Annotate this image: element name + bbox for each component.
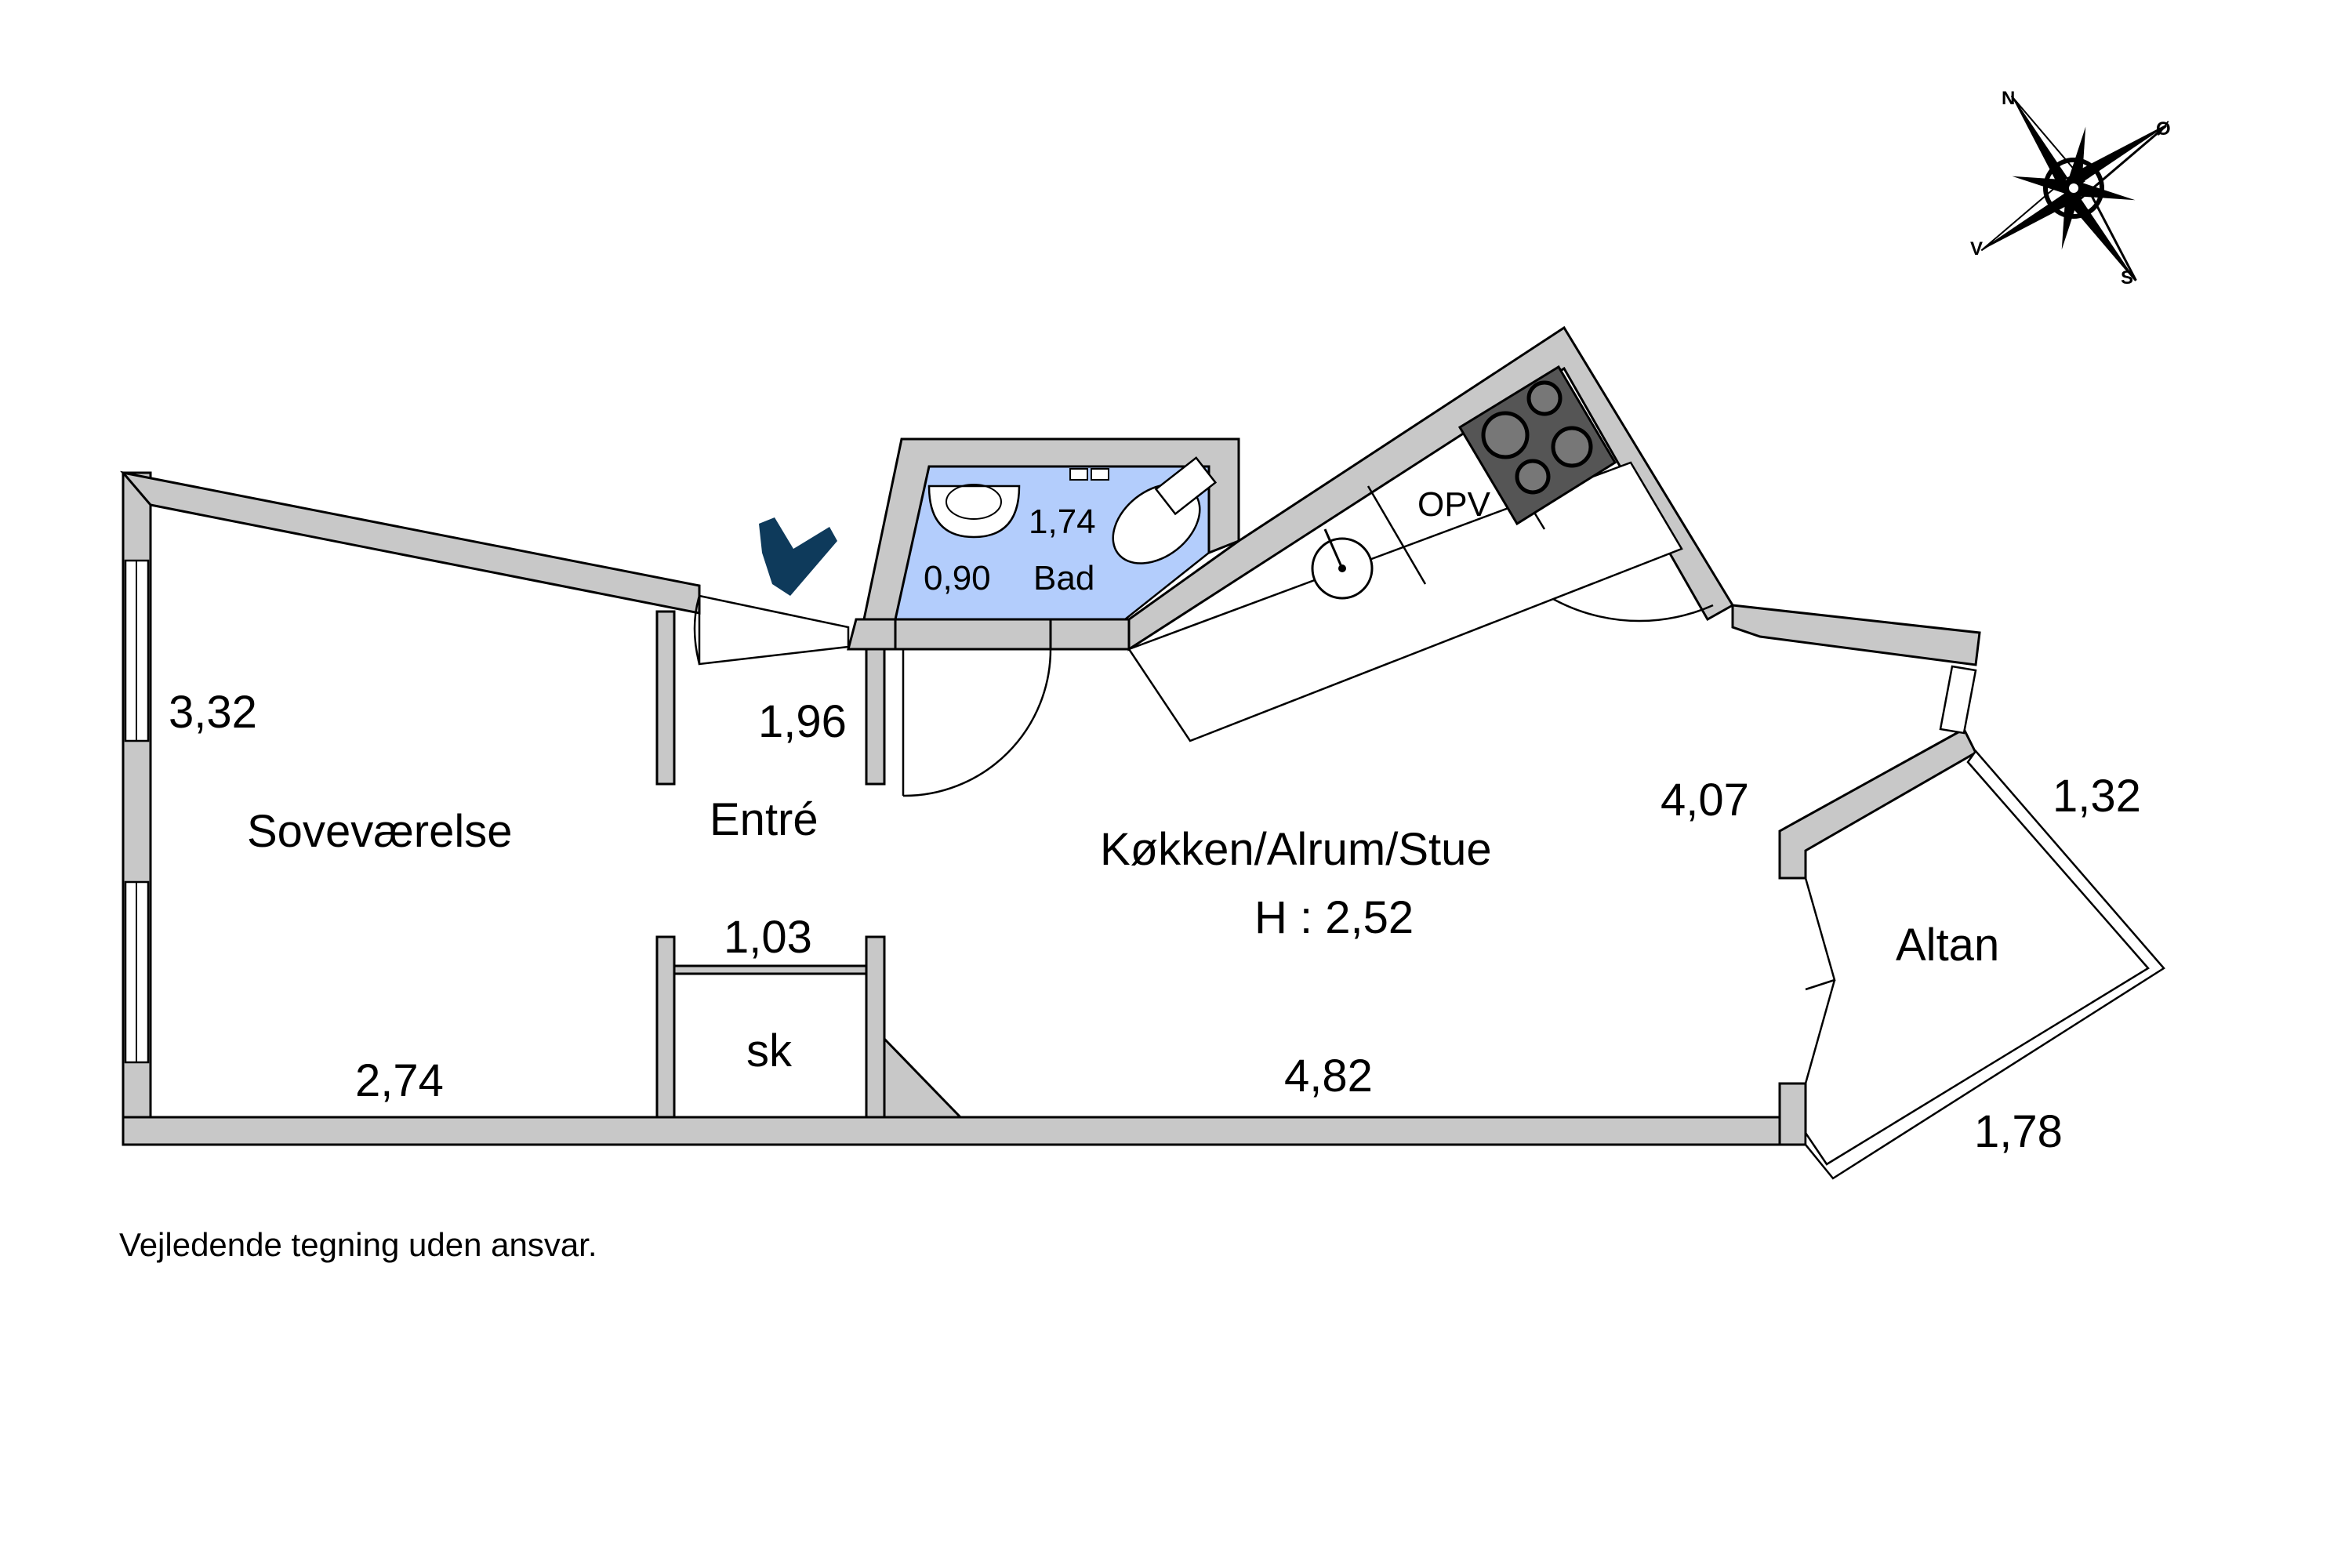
- label-entry: Entré: [710, 794, 818, 845]
- dim-bedroom-depth: 3,32: [169, 687, 257, 738]
- walls: [120, 325, 1981, 1146]
- label-ceiling-height: H : 2,52: [1254, 892, 1414, 943]
- toilet-icon: [1112, 456, 1218, 564]
- dim-balcony-length: 1,78: [1974, 1106, 2063, 1157]
- label-kitchen: Køkken/Alrum/Stue: [1100, 824, 1492, 875]
- balcony-railing: [1804, 749, 2165, 1180]
- dim-entry-width: 1,03: [724, 912, 812, 963]
- label-balcony: Altan: [1896, 920, 1999, 971]
- dim-bath-depth: 1,74: [1029, 503, 1096, 541]
- label-bathroom: Bad: [1033, 559, 1094, 597]
- label-closet: sk: [746, 1025, 793, 1076]
- dim-kitchen-width: 4,82: [1284, 1051, 1373, 1102]
- dim-kitchen-depth: 4,07: [1661, 775, 1749, 826]
- window-kitchen-right: [1939, 665, 1977, 735]
- dim-bath-width: 0,90: [924, 559, 991, 597]
- window-bedroom-upper: [124, 559, 150, 742]
- disclaimer-text: Vejledende tegning uden ansvar.: [119, 1226, 597, 1263]
- stove-icon: [1457, 365, 1617, 526]
- window-bedroom-lower: [124, 880, 150, 1064]
- label-bedroom: Soveværelse: [247, 806, 512, 857]
- compass-west: V: [1970, 238, 1983, 260]
- bathroom-sink-icon: [927, 484, 1021, 539]
- sink-icon: [1311, 528, 1374, 600]
- compass-south: S: [2121, 267, 2133, 289]
- balcony-door: [1804, 877, 1836, 1084]
- dim-balcony-side: 1,32: [2053, 771, 2141, 822]
- compass-east: Ø: [2156, 118, 2171, 140]
- entrance-marker-icon: [759, 517, 837, 596]
- dim-entry-depth: 1,96: [758, 696, 847, 747]
- compass-rose-icon: [1980, 95, 2167, 281]
- faucet-icon: [1069, 468, 1109, 481]
- bathroom-door: [902, 648, 1052, 797]
- dim-bedroom-width: 2,74: [355, 1055, 444, 1106]
- compass-north: N: [2002, 88, 2015, 109]
- entrance-door: [693, 594, 850, 666]
- label-utility: OPV: [1417, 485, 1491, 524]
